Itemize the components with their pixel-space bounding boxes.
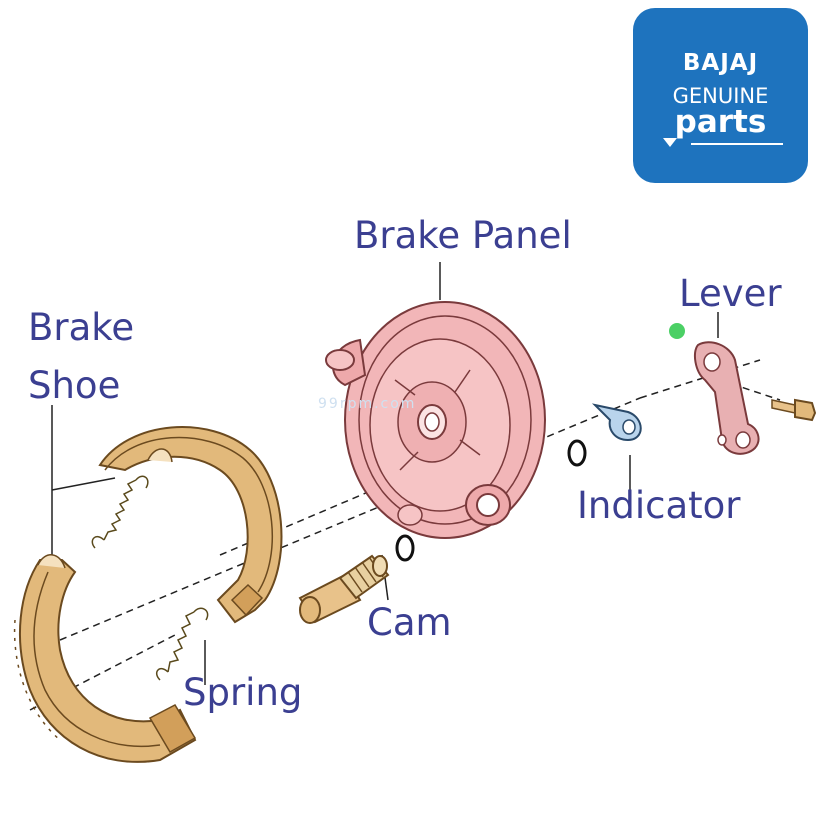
lever-o-ring [567, 439, 587, 467]
label-lever: Lever [679, 272, 782, 315]
label-spring: Spring [183, 671, 303, 714]
logo-brand: BAJAJ [682, 50, 759, 76]
marker-dot [669, 323, 685, 339]
cam-o-ring [395, 534, 415, 562]
bajaj-genuine-parts-logo: BAJAJ GENUINE parts [633, 8, 808, 183]
logo-genuine: GENUINE [672, 84, 769, 108]
label-brake-panel: Brake Panel [354, 214, 572, 257]
label-indicator: Indicator [577, 484, 741, 527]
label-brake: Brake [28, 306, 135, 349]
watermark: 99rpm.com [318, 396, 417, 412]
brake-lever [693, 341, 760, 455]
lever-bolt [771, 398, 817, 422]
logo-parts: parts [674, 104, 767, 140]
label-cam: Cam [367, 601, 452, 644]
label-shoe: Shoe [28, 364, 121, 407]
logo-arrow-icon [663, 138, 677, 147]
wear-indicator [591, 403, 642, 442]
brake-panel [325, 301, 546, 539]
upper-spring [91, 475, 149, 549]
leader-lines [51, 262, 719, 685]
lower-spring [156, 607, 209, 681]
upper-brake-shoe [98, 426, 283, 624]
cam-shaft [298, 554, 390, 624]
logo-underline [691, 143, 783, 145]
lower-brake-shoe [13, 554, 197, 763]
